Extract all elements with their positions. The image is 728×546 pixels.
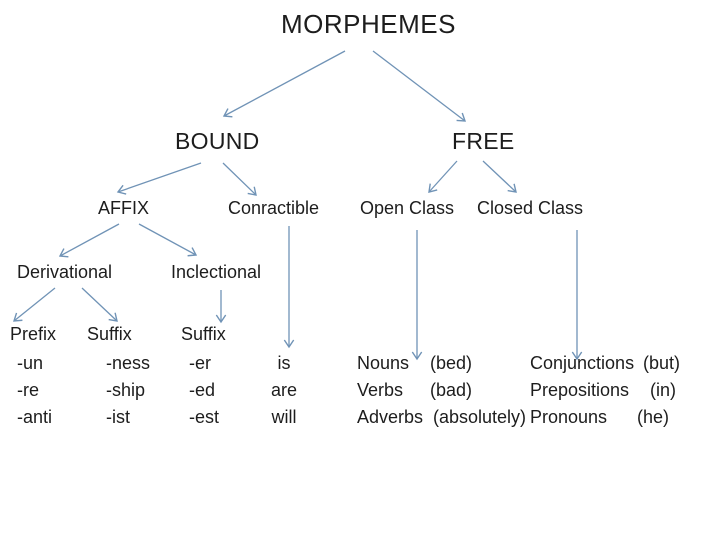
node-bound: BOUND [175, 128, 260, 154]
word-class-sample: (bed) [430, 353, 473, 373]
list-item: Nouns (bed) [357, 350, 526, 377]
suffix-inflectional-example-list: -er -ed -est [189, 350, 219, 431]
node-prefix: Prefix [10, 324, 57, 344]
node-inclectional: Inclectional [171, 262, 262, 282]
list-item: Pronouns (he) [530, 404, 680, 431]
list-item: Prepositions (in) [530, 377, 680, 404]
word-class-label: Prepositions [530, 380, 630, 400]
conractible-example-list: is are will [260, 350, 308, 431]
list-item: -er [189, 353, 211, 373]
list-item: -ship [106, 380, 146, 400]
list-item: Verbs (bad) [357, 377, 526, 404]
list-item: is [277, 353, 291, 373]
node-suffix-derivational: Suffix [87, 324, 132, 344]
arrow-affix-derivational [58, 223, 120, 258]
list-item: -est [189, 407, 220, 427]
word-class-sample: (but) [643, 353, 681, 373]
arrow-free-open-class [428, 160, 458, 193]
suffix-derivational-example-list: -ness -ship -ist [106, 350, 150, 431]
arrow-derivational-suffix [81, 287, 118, 322]
list-item: -re [17, 380, 39, 400]
node-morphemes: MORPHEMES [281, 9, 456, 39]
word-class-sample: (absolutely) [433, 407, 527, 427]
list-item: Conjunctions (but) [530, 350, 680, 377]
word-class-sample: (he) [637, 407, 670, 427]
arrow-bound-conractible [222, 162, 257, 196]
prefix-example-list: -un -re -anti [17, 350, 52, 431]
node-conractible: Conractible [228, 198, 320, 218]
word-class-sample: (bad) [430, 380, 473, 400]
node-suffix-inflectional: Suffix [181, 324, 226, 344]
node-affix: AFFIX [98, 198, 150, 218]
closed-class-example-list: Conjunctions (but) Prepositions (in) Prono… [530, 350, 680, 431]
list-item: -ness [106, 353, 151, 373]
arrow-free-closed-class [482, 160, 517, 193]
arrow-derivational-prefix [13, 287, 56, 322]
list-item: are [270, 380, 297, 400]
word-class-sample: (in) [650, 380, 676, 400]
list-item: -ed [189, 380, 216, 400]
open-class-example-list: Nouns (bed) Verbs (bad) Adverbs (absolutely… [357, 350, 526, 431]
word-class-label: Pronouns [530, 407, 608, 427]
list-item: Adverbs (absolutely) [357, 404, 526, 431]
word-class-label: Verbs [357, 380, 404, 400]
node-free: FREE [452, 128, 515, 154]
arrow-affix-inclectional [138, 223, 198, 257]
list-item: -un [17, 353, 44, 373]
list-item: will [271, 407, 297, 427]
node-derivational: Derivational [17, 262, 113, 282]
node-open-class: Open Class [360, 198, 455, 218]
node-closed-class: Closed Class [477, 198, 584, 218]
list-item: -ist [106, 407, 130, 427]
arrow-morphemes-free [372, 50, 467, 122]
arrow-morphemes-bound [222, 50, 346, 118]
word-class-label: Adverbs [357, 407, 424, 427]
arrow-bound-affix [116, 162, 202, 195]
word-class-label: Conjunctions [530, 353, 635, 373]
word-class-label: Nouns [357, 353, 410, 373]
list-item: -anti [17, 407, 53, 427]
